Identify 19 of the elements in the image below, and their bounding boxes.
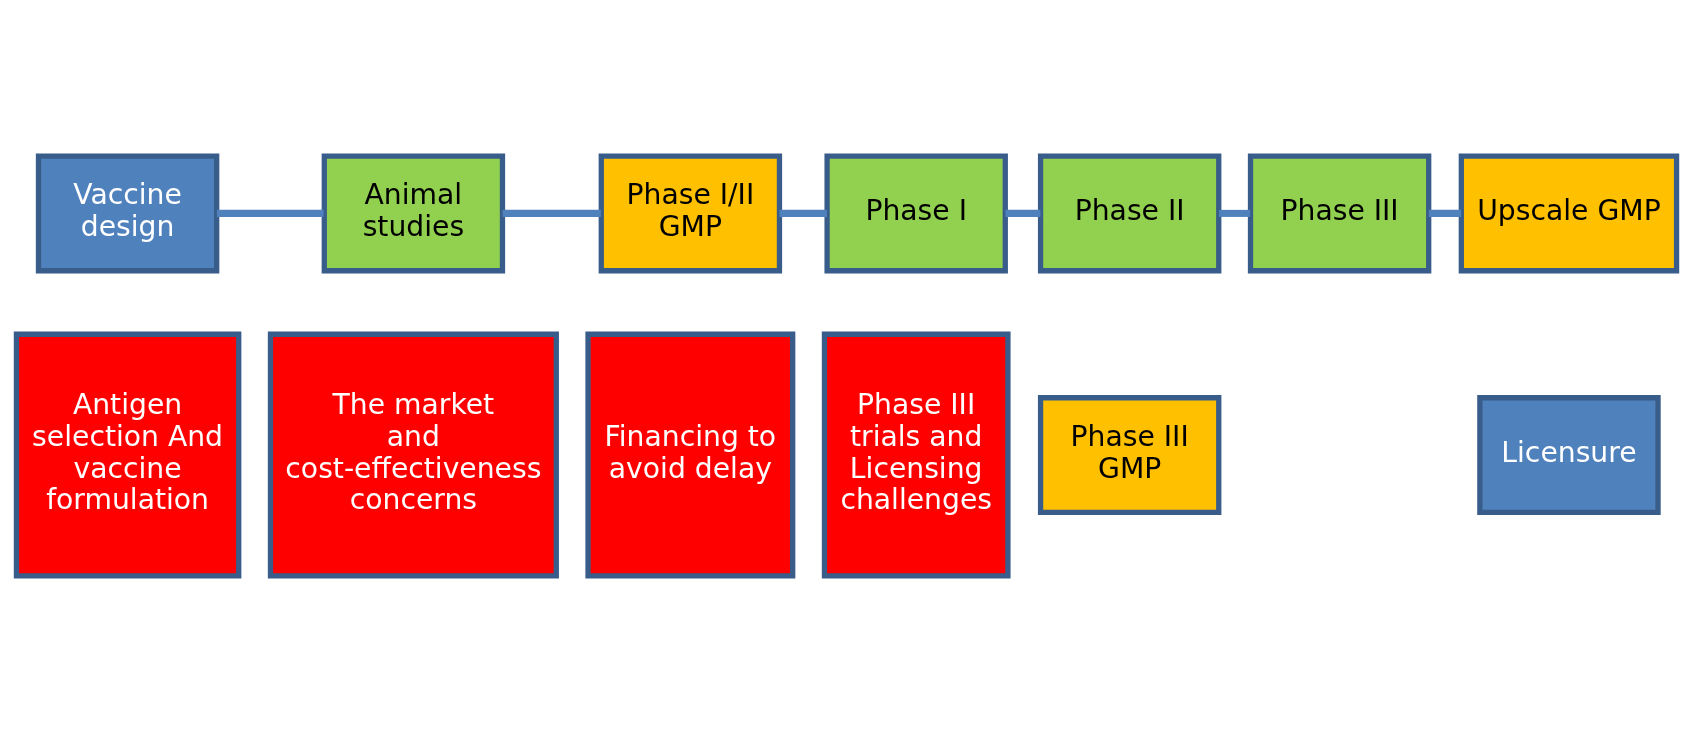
node-box: Upscale GMP <box>1458 153 1680 274</box>
node-box: Animal studies <box>321 153 506 274</box>
node-box: Vaccine design <box>35 153 220 274</box>
connector <box>779 209 827 217</box>
node-box: The market and cost-effectiveness concerns <box>267 331 559 579</box>
node-box: Phase III GMP <box>1037 395 1222 516</box>
connector <box>502 209 601 217</box>
node-box: Phase III <box>1247 153 1432 274</box>
connector <box>1005 209 1041 217</box>
node-box: Antigen selection And vaccine formulation <box>13 331 242 579</box>
node-box: Phase II <box>1037 153 1222 274</box>
connector <box>216 209 324 217</box>
node-box: Licensure <box>1477 395 1661 516</box>
node-box: Financing to avoid delay <box>585 331 796 579</box>
node-box: Phase III trials and Licensing challenges <box>821 331 1011 579</box>
node-box: Phase I <box>824 153 1008 274</box>
connector <box>1428 209 1462 217</box>
node-box: Phase I/II GMP <box>598 153 783 274</box>
connector <box>1219 209 1251 217</box>
